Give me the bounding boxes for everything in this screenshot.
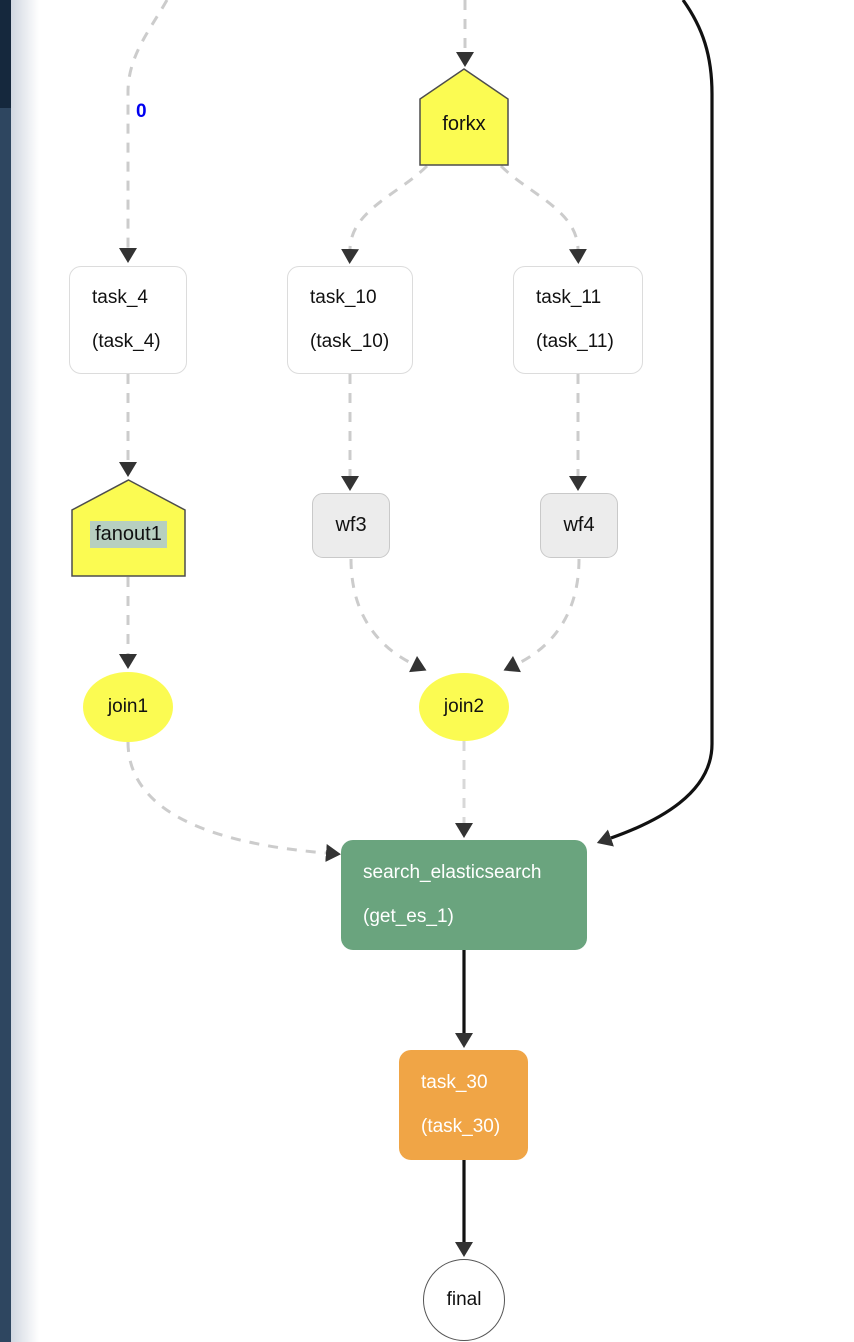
node-task-11-subtitle: (task_11) [536, 331, 614, 352]
node-wf4-label: wf4 [563, 514, 595, 536]
sidebar-shadow [11, 0, 39, 1342]
node-wf4[interactable]: wf4 [540, 493, 618, 558]
node-final[interactable]: final [423, 1259, 505, 1341]
node-task-30-subtitle: (task_30) [421, 1116, 501, 1137]
node-task-4[interactable]: task_4 (task_4) [69, 266, 187, 374]
node-task-30-title: task_30 [421, 1072, 488, 1093]
node-task-11[interactable]: task_11 (task_11) [513, 266, 643, 374]
node-join1[interactable]: join1 [83, 672, 173, 742]
node-search-elasticsearch-subtitle: (get_es_1) [363, 906, 454, 927]
node-forkx[interactable]: forkx [419, 68, 509, 166]
node-search-elasticsearch[interactable]: search_elasticsearch (get_es_1) [341, 840, 587, 950]
node-task-10[interactable]: task_10 (task_10) [287, 266, 413, 374]
fork-shape [419, 68, 509, 166]
node-task-10-subtitle: (task_10) [310, 331, 390, 352]
sidebar-top-segment [0, 0, 11, 108]
node-task-11-title: task_11 [536, 287, 602, 308]
node-task-10-title: task_10 [310, 287, 377, 308]
node-wf3-label: wf3 [335, 514, 367, 536]
node-fanout1[interactable]: fanout1 [71, 479, 186, 577]
node-final-label: final [446, 1289, 482, 1310]
node-join2[interactable]: join2 [419, 673, 509, 741]
node-join2-label: join2 [443, 696, 485, 717]
node-join1-label: join1 [107, 696, 149, 717]
node-forkx-label: forkx [442, 112, 486, 135]
node-fanout1-label: fanout1 [90, 520, 167, 548]
node-task-4-title: task_4 [92, 287, 148, 308]
node-task-30[interactable]: task_30 (task_30) [399, 1050, 528, 1160]
edge-label-0: 0 [136, 101, 147, 122]
node-search-elasticsearch-title: search_elasticsearch [363, 862, 542, 883]
collapsed-sidebar [0, 0, 11, 1342]
node-wf3[interactable]: wf3 [312, 493, 390, 558]
node-task-4-subtitle: (task_4) [92, 331, 161, 352]
